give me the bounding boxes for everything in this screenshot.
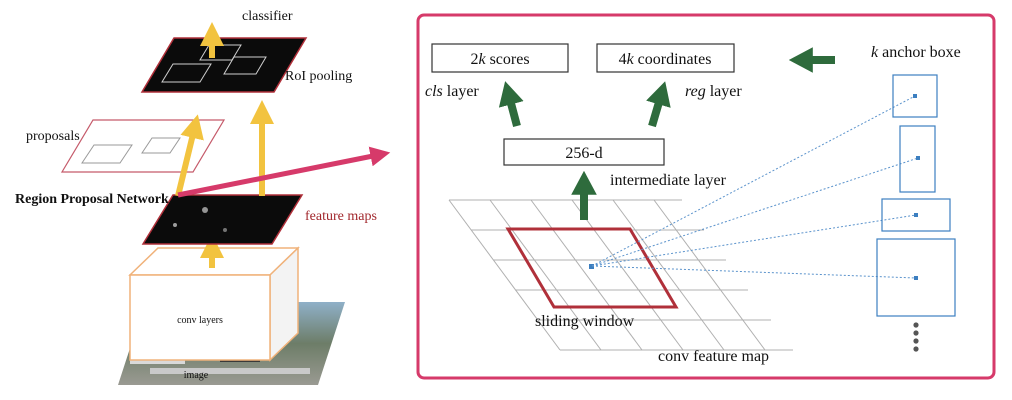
conv-feature-map-grid [448, 199, 793, 351]
anchor-box [899, 125, 936, 193]
anchor-projections [591, 95, 919, 279]
anchor-box [881, 198, 951, 232]
anchor-boxes-label: k anchor boxe [871, 44, 961, 61]
anchor-box [876, 238, 956, 317]
rpn-label: Region Proposal Network [15, 192, 169, 207]
intermediate-value-label: 256-d [565, 145, 602, 162]
sliding-window [505, 227, 679, 309]
green-arrow [646, 81, 671, 128]
rpn-detail-panel: k anchor boxe 2k scores 4k coordinates c… [416, 13, 996, 380]
conv-feature-map-label: conv feature map [658, 348, 769, 365]
anchor-box [892, 74, 938, 118]
left-pipeline: image conv layers feature maps proposals [15, 9, 391, 385]
cls-layer-label: cls layer [425, 83, 479, 100]
image-label: image [184, 370, 209, 381]
coordinates-box: 4k coordinates [596, 43, 735, 73]
yellow-arrow [175, 114, 204, 197]
conv-layers-block: conv layers [128, 246, 300, 362]
sliding-window-label: sliding window [535, 313, 635, 330]
intermediate-layer-label: intermediate layer [610, 172, 727, 189]
scores-box: 2k scores [431, 43, 569, 73]
highlight-frame [416, 13, 996, 380]
green-arrow [498, 81, 524, 128]
conv-layers-label: conv layers [177, 315, 223, 326]
window-center [589, 264, 594, 269]
ellipsis-dots-icon [913, 322, 919, 352]
coordinates-label: 4k coordinates [619, 51, 712, 68]
anchor-boxes [876, 74, 956, 317]
feature-maps-plane: feature maps [141, 194, 377, 245]
pink-arrow [177, 146, 391, 198]
proposals-label: proposals [26, 129, 80, 144]
roi-pooling-plane: RoI pooling [140, 37, 352, 93]
roi-pooling-label: RoI pooling [285, 69, 352, 84]
feature-maps-label: feature maps [305, 209, 377, 224]
classifier-label: classifier [242, 9, 293, 24]
anchor-centers [913, 94, 920, 280]
intermediate-box: 256-d [503, 138, 665, 166]
scores-label: 2k scores [470, 51, 529, 68]
reg-layer-label: reg layer [685, 83, 742, 100]
